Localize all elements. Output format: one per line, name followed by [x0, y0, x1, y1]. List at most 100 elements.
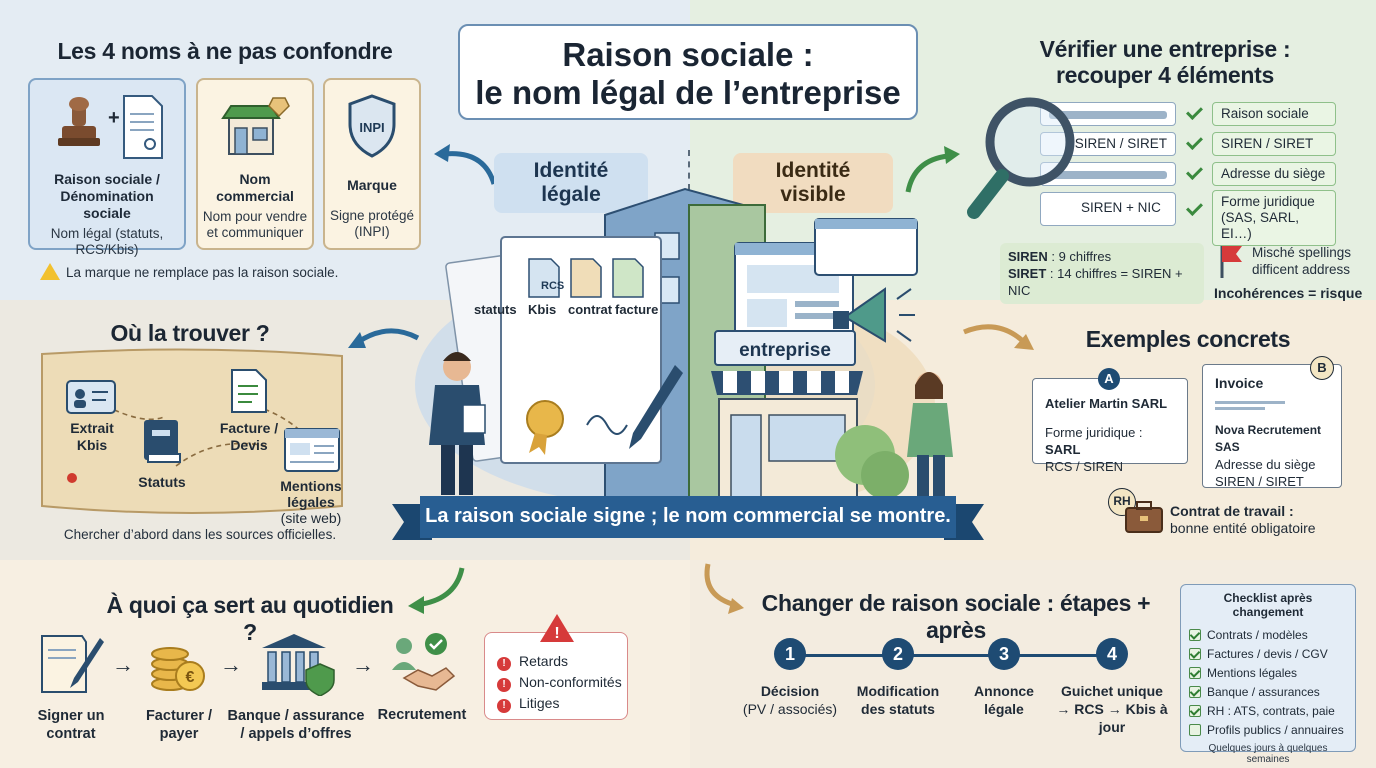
daily-heading: À quoi ça sert au quotidien ?	[106, 592, 394, 645]
tag-identite-visible: Identité visible	[733, 153, 893, 213]
arrow-icon	[434, 144, 497, 185]
card-b-line2: SIREN / SIRET	[1215, 474, 1304, 489]
arrow-icon: →	[112, 652, 134, 677]
book-icon	[144, 420, 181, 463]
verify-field-siren: SIREN / SIRET	[1040, 132, 1176, 156]
handshake-icon	[392, 633, 456, 691]
center-illustration: RCS	[415, 187, 953, 505]
where-item-facture: Facture / Devis	[219, 420, 279, 453]
title-line1: Raison sociale :	[562, 36, 814, 73]
siren-text: : 9 chiffres	[1047, 249, 1112, 264]
inpi-badge: INPI	[359, 120, 384, 135]
daily-step-recrutement: Recrutement	[377, 707, 467, 723]
verify-heading-line1: Vérifier une entreprise :	[1039, 36, 1291, 62]
svg-text:+: +	[108, 107, 120, 129]
arrow-icon	[963, 324, 1034, 350]
doc-label-statuts: statuts	[474, 302, 517, 317]
banner-text: La raison sociale signe ; le nom commerc…	[425, 505, 951, 527]
checkbox-checked-icon	[1189, 667, 1201, 679]
step-annonce: Annonce légale	[974, 683, 1034, 717]
arrow-icon	[348, 328, 420, 348]
center-divider	[688, 150, 690, 190]
invoice-icon	[231, 369, 267, 413]
contract-title: Contrat de travail :	[1170, 503, 1294, 519]
arrow-icon: →	[220, 652, 242, 677]
card-raison-sociale: + Raison sociale / Dénomination sociale …	[28, 78, 186, 257]
card-sub: Nom pour vendre et communiquer	[202, 209, 308, 240]
warning-icon	[40, 263, 60, 280]
risk-box: !Retards !Non-conformités !Litiges	[484, 632, 628, 720]
steps-line	[790, 654, 1112, 657]
step-number: 4	[1096, 638, 1128, 670]
arrow-icon: →	[352, 652, 374, 677]
checklist-note: Quelques jours à quelques semaines	[1208, 743, 1328, 765]
example-card-a: Atelier Martin SARL Forme juridique : SA…	[1032, 378, 1188, 474]
verify-check-adresse: Adresse du siège	[1212, 162, 1336, 186]
red-flag-icon	[1220, 246, 1242, 278]
doc-label-facture: facture	[615, 302, 659, 317]
flag-text: Misché spellings difficent address	[1252, 245, 1352, 277]
card-title: Marque	[347, 177, 397, 193]
svg-text:!: !	[554, 625, 559, 642]
daily-step-banque: Banque / assurance / appels d’offres	[227, 708, 365, 742]
rcs-badge: RCS	[541, 280, 564, 292]
ribbon	[392, 496, 984, 540]
where-item-mentions: Mentions légales (site web)	[256, 478, 366, 526]
magnifier-icon	[967, 97, 1075, 219]
risk-item: !Non-conformités	[497, 672, 627, 693]
risk-item: !Litiges	[497, 693, 627, 714]
contract-pen-icon	[41, 635, 104, 693]
mentions-label: Mentions légales	[280, 478, 342, 510]
alert-icon: !	[497, 678, 511, 692]
card-a-line2: RCS / SIREN	[1045, 459, 1124, 474]
arrow-icon	[905, 146, 960, 193]
rh-badge: RH	[1108, 488, 1136, 516]
coins-icon: €	[151, 647, 205, 691]
checklist-item: Contrats / modèles	[1189, 626, 1347, 645]
where-note: Chercher d’abord dans les sources offici…	[63, 527, 337, 542]
card-title: Raison sociale / Dénomination sociale	[54, 171, 160, 221]
daily-step-facturer: Facturer / payer	[145, 708, 213, 742]
checklist-item: Mentions légales	[1189, 664, 1347, 683]
card-b-title: Invoice	[1215, 375, 1264, 391]
title-box: Raison sociale : le nom légal de l’entre…	[458, 24, 918, 120]
checkbox-empty-icon	[1189, 724, 1201, 736]
arrow-icon	[704, 563, 744, 614]
daily-step-signer: Signer un contrat	[37, 708, 105, 742]
card-b-company: Nova Recrutement SAS	[1215, 423, 1322, 454]
warning-text: La marque ne remplace pas la raison soci…	[66, 265, 339, 280]
siren-note: SIREN : 9 chiffres SIRET : 14 chiffres =…	[1000, 243, 1204, 304]
doc-label-contrat: contrat	[568, 302, 613, 317]
warning-icon: !	[540, 614, 574, 642]
verify-check-forme: Forme juridique (SAS, SARL, EI…)	[1212, 190, 1336, 246]
contract-sub: bonne entité obligatoire	[1170, 520, 1316, 536]
checklist-item: Factures / devis / CGV	[1189, 645, 1347, 664]
title-line2: le nom légal de l’entreprise	[475, 74, 901, 111]
alert-icon: !	[497, 699, 511, 713]
where-item-kbis: Extrait Kbis	[70, 420, 114, 453]
badge-a: A	[1098, 368, 1120, 390]
checklist-item: Profils publics / annuaires	[1189, 721, 1347, 740]
checklist-box: Checklist après changement Contrats / mo…	[1180, 584, 1356, 765]
card-marque: INPI Marque Signe protégé (INPI)	[323, 78, 421, 250]
step-number: 1	[774, 638, 806, 670]
badge-b: B	[1310, 356, 1334, 380]
shop-sign: entreprise	[739, 340, 831, 361]
step-number: 2	[882, 638, 914, 670]
verify-heading-line2: recouper 4 éléments	[1055, 62, 1274, 88]
names-heading: Les 4 noms à ne pas confondre	[57, 38, 393, 64]
id-card-icon	[66, 380, 116, 414]
checklist-item: Banque / assurances	[1189, 683, 1347, 702]
checkbox-checked-icon	[1189, 705, 1201, 717]
tag-identite-legale: Identité légale	[494, 153, 648, 213]
verify-heading: Vérifier une entreprise : recouper 4 élé…	[1010, 36, 1320, 88]
step-decision: Décision (PV / associés)	[742, 683, 838, 717]
checkbox-checked-icon	[1189, 629, 1201, 641]
card-b-line1: Adresse du siège	[1215, 457, 1316, 472]
briefcase-icon	[1125, 501, 1163, 533]
card-sub: Signe protégé (INPI)	[329, 208, 415, 239]
card-title: Nom commercial	[216, 171, 294, 204]
doc-label-kbis: Kbis	[528, 302, 557, 317]
change-heading: Changer de raison sociale : étapes + apr…	[761, 590, 1151, 643]
